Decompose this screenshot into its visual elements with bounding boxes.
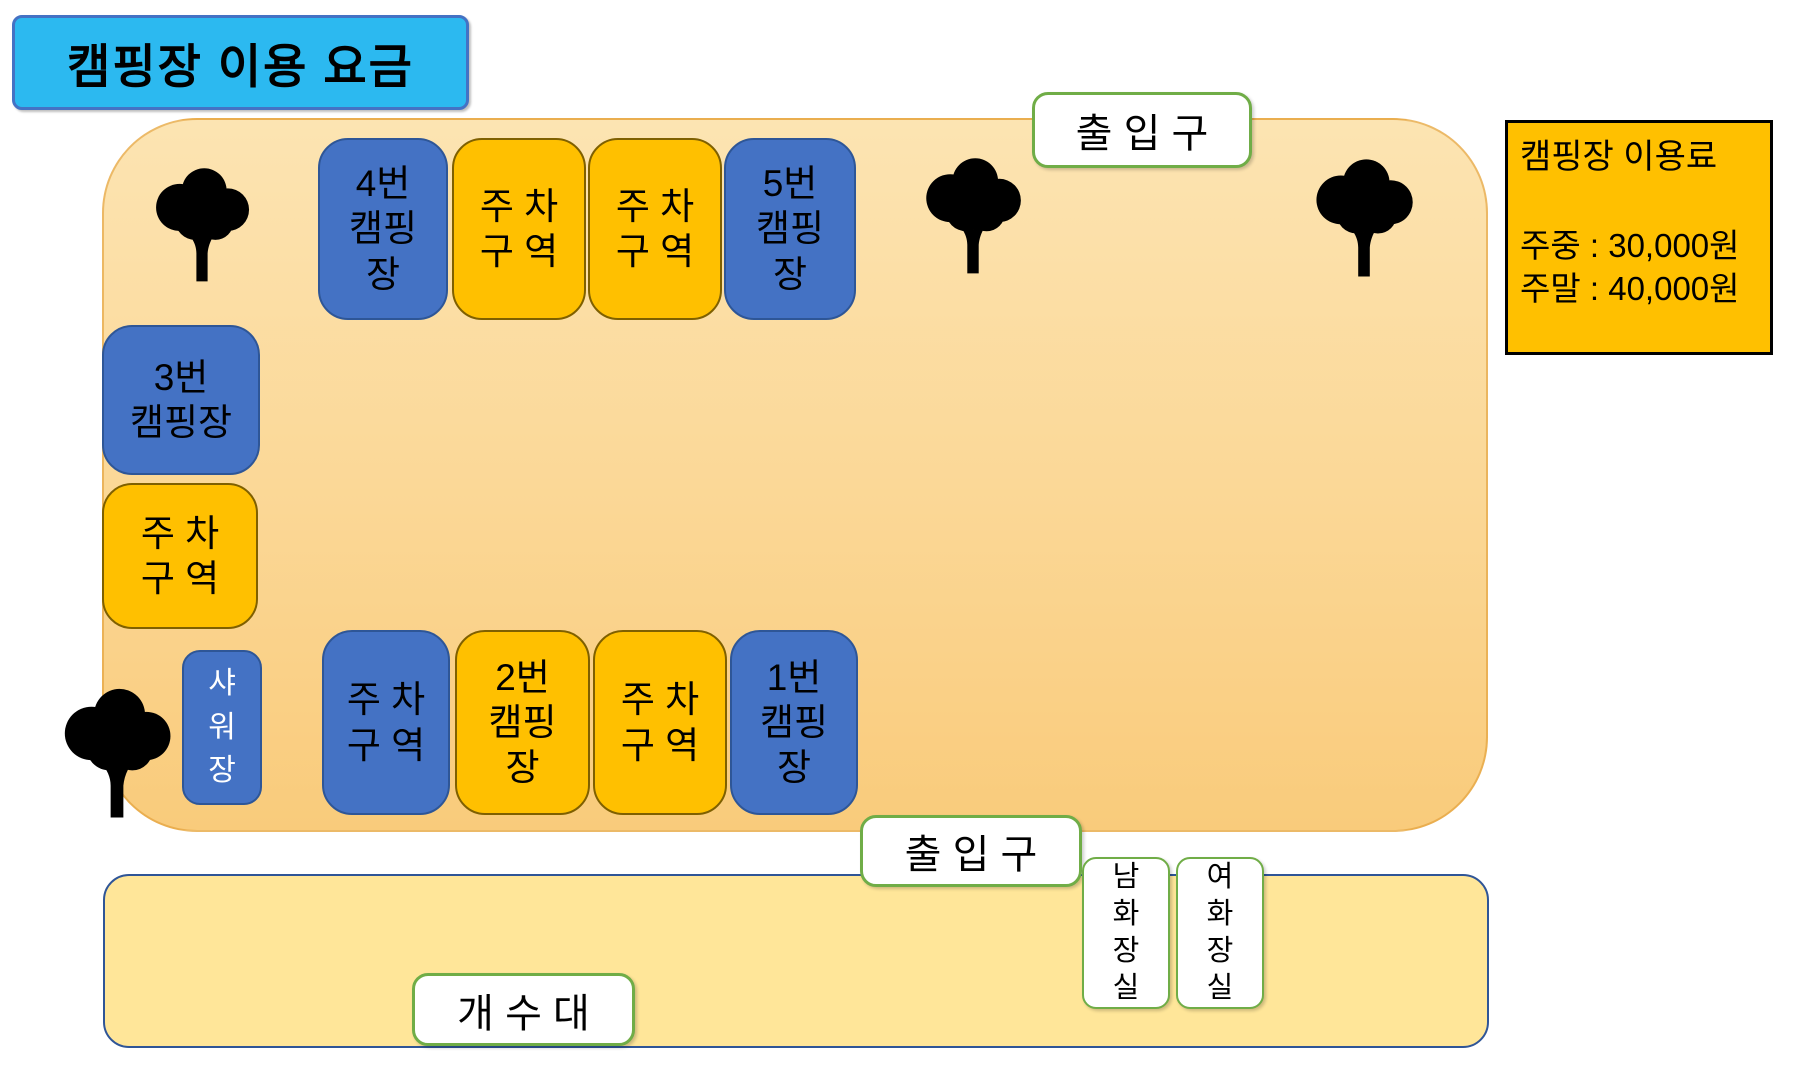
mens-toilet: 남 화 장 실 bbox=[1082, 857, 1170, 1009]
parking-zone-bottom-2: 주 차 구 역 bbox=[593, 630, 727, 815]
tree-icon bbox=[156, 168, 250, 282]
entrance-bottom: 출 입 구 bbox=[860, 815, 1082, 887]
fee-info-box: 캠핑장 이용료 주중 : 30,000원 주말 : 40,000원 bbox=[1505, 120, 1773, 355]
womens-toilet: 여 화 장 실 bbox=[1176, 857, 1264, 1009]
fee-weekend: 주말 : 40,000원 bbox=[1520, 270, 1740, 308]
parking-zone-top-1: 주 차 구 역 bbox=[452, 138, 586, 320]
tree-icon bbox=[1316, 159, 1413, 277]
entrance-top: 출 입 구 bbox=[1032, 92, 1252, 168]
tree-icon bbox=[926, 158, 1021, 274]
page-title: 캠핑장 이용 요금 bbox=[12, 15, 469, 110]
campsite-5: 5번 캠핑 장 bbox=[724, 138, 856, 320]
service-strip bbox=[103, 874, 1489, 1048]
parking-zone-left: 주 차 구 역 bbox=[102, 483, 258, 629]
fee-title: 캠핑장 이용료 bbox=[1520, 138, 1718, 176]
campsite-4: 4번 캠핑 장 bbox=[318, 138, 448, 320]
sink-area: 개 수 대 bbox=[412, 973, 635, 1046]
campsite-2: 2번 캠핑 장 bbox=[455, 630, 590, 815]
fee-weekday: 주중 : 30,000원 bbox=[1520, 226, 1740, 264]
parking-zone-top-2: 주 차 구 역 bbox=[588, 138, 722, 320]
campsite-3: 3번 캠핑장 bbox=[102, 325, 260, 475]
parking-zone-bottom-1: 주 차 구 역 bbox=[322, 630, 450, 815]
shower-room: 샤 워 장 bbox=[182, 650, 262, 805]
campsite-1: 1번 캠핑 장 bbox=[730, 630, 858, 815]
tree-icon bbox=[64, 688, 171, 818]
